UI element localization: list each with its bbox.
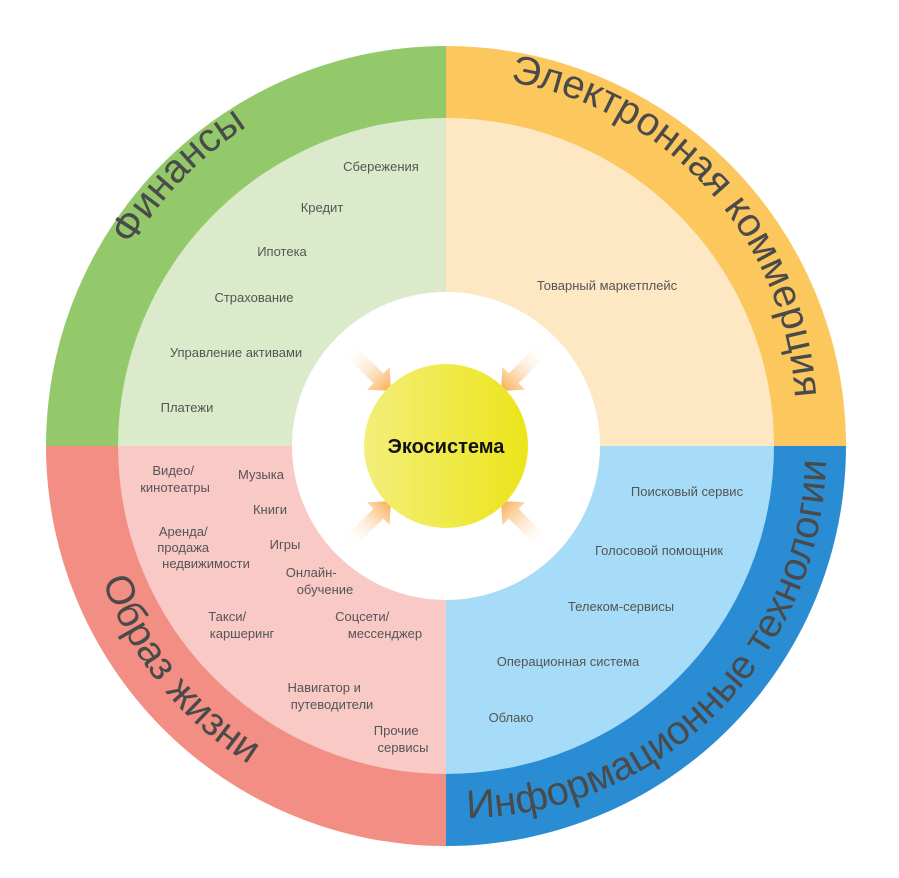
lifestyle-item: Видео/ кинотеатры <box>140 463 210 495</box>
lifestyle-item: Соцсети/ мессенджер <box>335 609 422 641</box>
finance-item: Страхование <box>214 290 293 305</box>
lifestyle-item: Аренда/ продажа недвижимости <box>157 524 250 571</box>
finance-item: Сбережения <box>343 159 419 174</box>
arrow-top-right <box>501 342 550 391</box>
lifestyle-item: Такси/ каршеринг <box>208 609 274 641</box>
it-item: Облако <box>489 710 534 725</box>
arrow-bottom-right <box>501 501 550 550</box>
finance-item: Управление активами <box>170 345 302 360</box>
it-item: Операционная система <box>497 654 640 669</box>
finance-item: Кредит <box>301 200 344 215</box>
finance-items: Сбережения Кредит Ипотека Страхование Уп… <box>161 159 419 415</box>
lifestyle-item: Навигатор и путеводители <box>288 680 374 712</box>
finance-item: Платежи <box>161 400 214 415</box>
center-circle <box>364 364 528 528</box>
it-items: Поисковый сервис Голосовой помощник Теле… <box>489 484 744 725</box>
it-item: Телеком-сервисы <box>568 599 674 614</box>
lifestyle-item: Онлайн- обучение <box>286 565 354 597</box>
it-item: Голосовой помощник <box>595 543 723 558</box>
lifestyle-items: Видео/ кинотеатры Музыка Книги Аренда/ п… <box>140 463 428 755</box>
ecommerce-item: Товарный маркетплейс <box>537 278 678 293</box>
ecommerce-items: Товарный маркетплейс <box>537 278 678 293</box>
lifestyle-item: Игры <box>270 537 301 552</box>
center-label: Экосистема <box>388 436 506 458</box>
lifestyle-item: Музыка <box>238 467 285 482</box>
arrow-bottom-left <box>342 501 391 550</box>
it-item: Поисковый сервис <box>631 484 744 499</box>
arrow-top-left <box>342 342 391 391</box>
lifestyle-item: Прочие сервисы <box>374 723 429 755</box>
lifestyle-item: Книги <box>253 502 287 517</box>
finance-item: Ипотека <box>257 244 307 259</box>
